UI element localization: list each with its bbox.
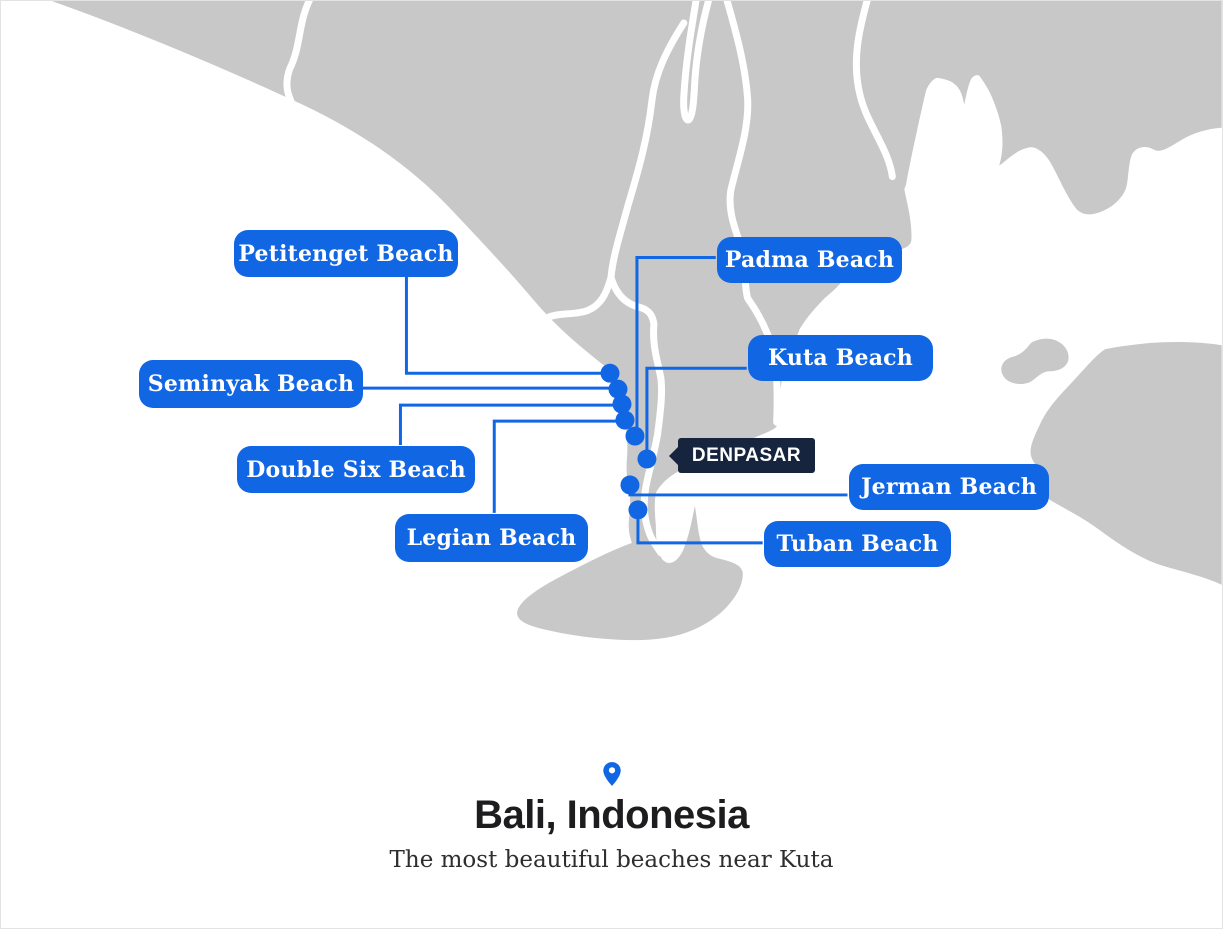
beach-label-tuban: Tuban Beach [764,521,951,567]
roads [283,1,896,557]
map-pin-icon [602,762,621,786]
beach-label-padma: Padma Beach [717,237,902,283]
southeast-landmass [1030,342,1222,585]
beach-markers [600,363,657,520]
connector-padma [635,255,716,434]
beach-label-petitenget: Petitenget Beach [234,230,458,277]
page-subtitle: The most beautiful beaches near Kuta [389,847,834,873]
beach-label-double-six: Double Six Beach [237,446,475,493]
beach-label-seminyak: Seminyak Beach [139,360,363,408]
beach-label-jerman: Jerman Beach [849,464,1049,510]
small-islands [1001,338,1069,385]
connector-kuta [645,366,747,459]
marker-jerman [620,475,640,495]
marker-doublesix [612,394,632,414]
marker-petitenget [600,363,620,383]
city-label-denpasar: DENPASAR [678,438,815,473]
connector-petitenget [404,276,611,375]
marker-padma [625,426,645,446]
connector-legian [492,419,625,513]
beach-label-legian: Legian Beach [395,514,588,562]
page-title: Bali, Indonesia [474,793,749,837]
connector-jerman [628,485,848,497]
footer: Bali, Indonesia The most beautiful beach… [1,761,1222,873]
connector-tuban [636,511,763,545]
marker-kuta [637,449,657,469]
marker-seminyak [608,379,628,399]
marker-legian [615,410,635,430]
connector-doublesix [398,403,622,446]
marker-tuban [628,500,648,520]
beach-label-kuta: Kuta Beach [748,335,933,381]
main-landmass [51,1,1222,641]
